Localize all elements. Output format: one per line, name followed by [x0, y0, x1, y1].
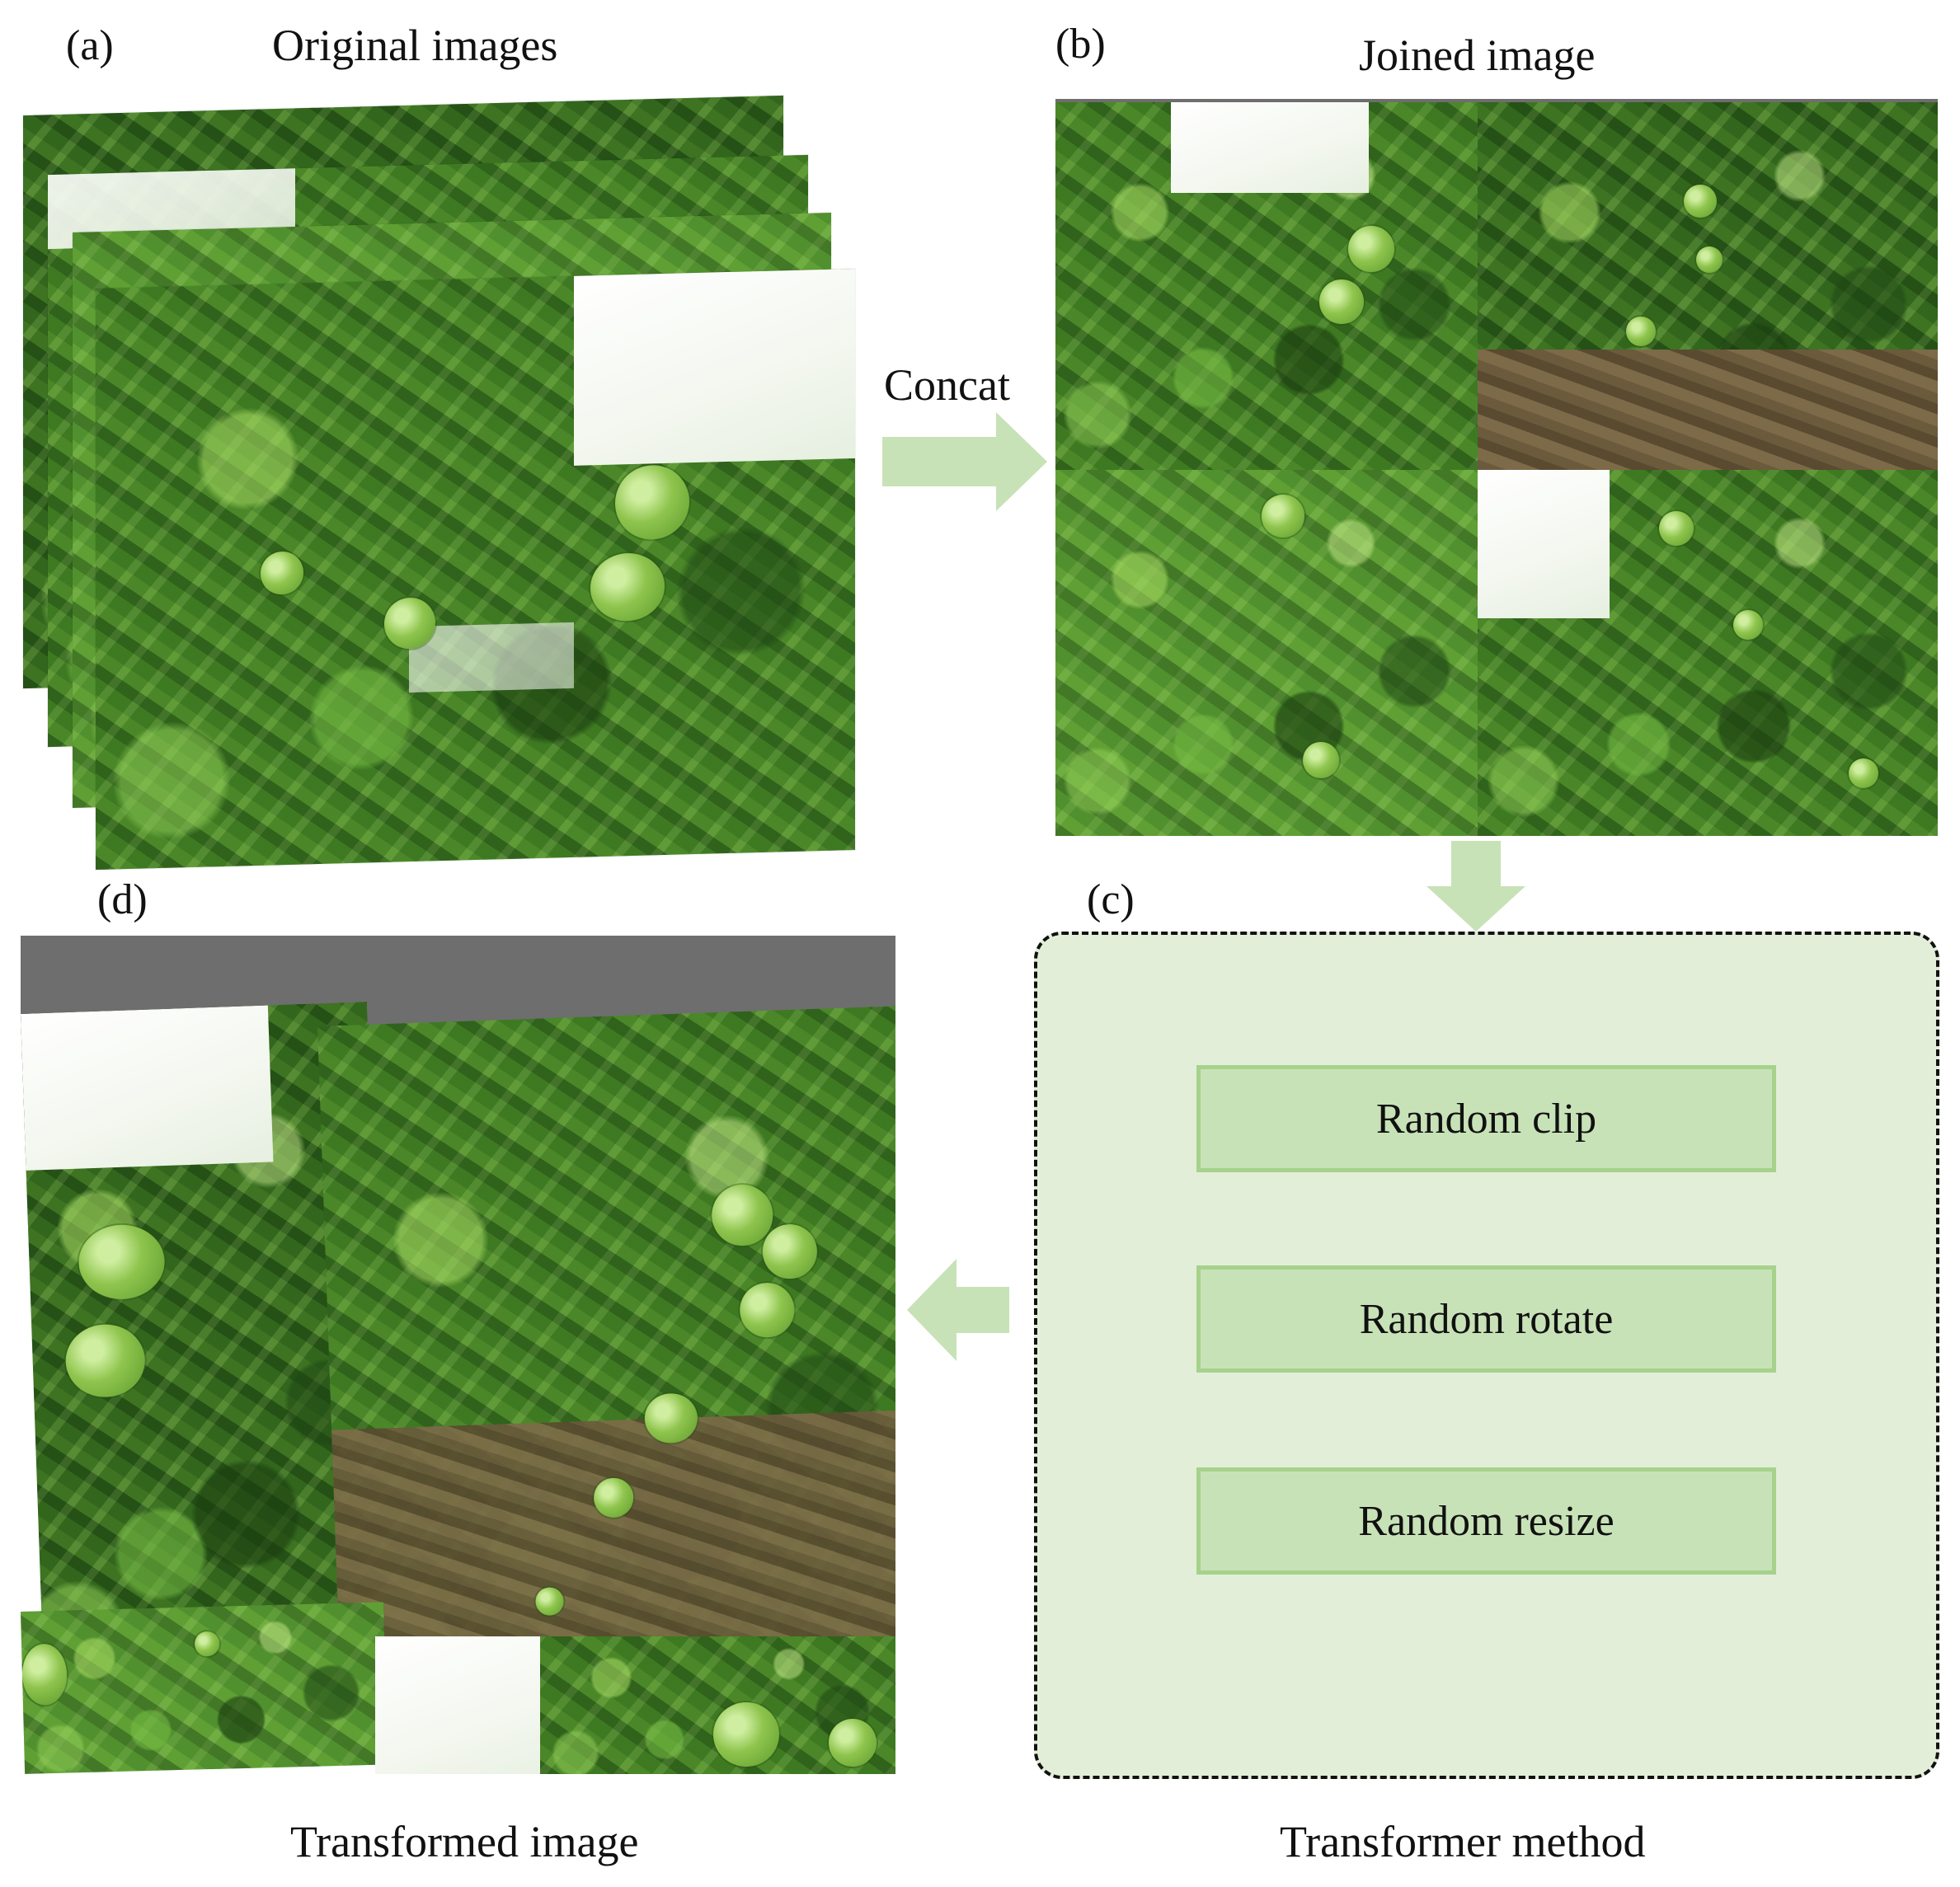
panel-a-title: Original images: [272, 21, 558, 70]
panel-c-tag: (c): [1087, 876, 1135, 923]
concat-label: Concat: [884, 360, 1010, 410]
left-arrow-icon: [907, 1259, 1009, 1361]
random-rotate-box: Random rotate: [1196, 1265, 1776, 1373]
panel-b-title: Joined image: [1359, 31, 1596, 80]
joined-tile-bottom-right: [1478, 470, 1938, 836]
random-clip-box: Random clip: [1196, 1065, 1776, 1172]
panel-d-title: Transformed image: [290, 1817, 639, 1866]
transformed-tile-bottom-left: [21, 1602, 388, 1774]
panel-a-tag: (a): [66, 22, 114, 69]
panel-d-tag: (d): [97, 876, 148, 923]
joined-tile-top-left: [1055, 102, 1478, 470]
original-image-1: [96, 268, 855, 871]
panel-c-title: Transformer method: [1280, 1817, 1646, 1866]
joined-tile-top-right: [1478, 102, 1938, 470]
joined-image: [1055, 99, 1938, 836]
transformed-tile-bottom-right: [540, 1636, 895, 1774]
transformed-image: [21, 936, 895, 1774]
panel-b-tag: (b): [1055, 21, 1106, 68]
concat-arrow-icon: [882, 412, 1047, 511]
joined-tile-bottom-left: [1055, 470, 1478, 836]
down-arrow-icon: [1427, 841, 1525, 932]
random-resize-box: Random resize: [1196, 1467, 1776, 1575]
